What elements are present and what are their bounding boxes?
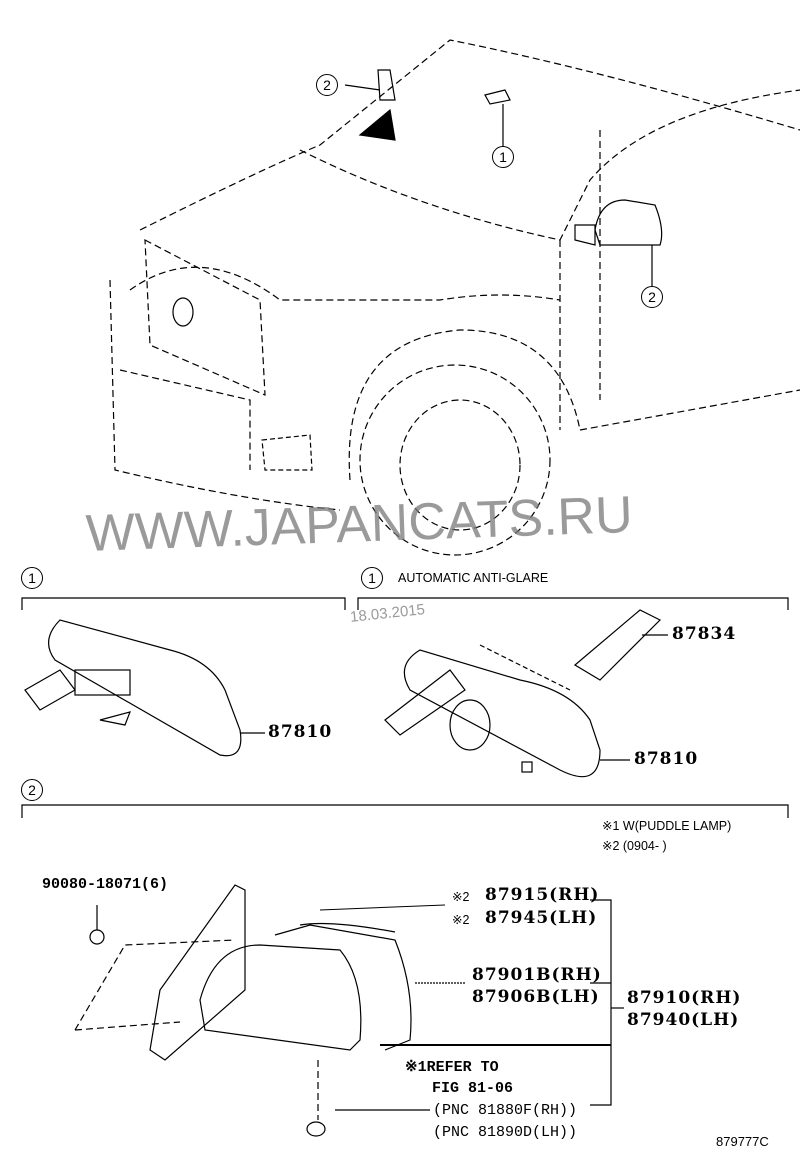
callout-2: 2 — [641, 286, 663, 308]
emblem — [172, 297, 194, 327]
part-number[interactable]: 87910(RH) — [627, 988, 742, 1008]
note-2: ※2 (0904- ) — [602, 839, 667, 853]
note-mark: ※2 — [452, 890, 470, 904]
section-1-right-callout: 1 — [361, 567, 383, 589]
refer-note: (PNC 81890D(LH)) — [433, 1124, 578, 1141]
part-number[interactable]: 87915(RH) — [485, 885, 600, 905]
part-number[interactable]: 87945(LH) — [485, 908, 598, 928]
section-2-callout: 2 — [21, 779, 43, 801]
part-number[interactable]: 90080-18071(6) — [42, 876, 169, 893]
refer-note: ※1REFER TO — [405, 1059, 499, 1076]
refer-note: (PNC 81880F(RH)) — [433, 1102, 578, 1119]
part-number[interactable]: 87810 — [634, 749, 699, 769]
section-1-left-callout: 1 — [21, 567, 43, 589]
part-number[interactable]: 87940(LH) — [627, 1010, 740, 1030]
note-mark: ※2 — [452, 913, 470, 927]
callout-2: 2 — [316, 74, 338, 96]
refer-note[interactable]: FIG 81-06 — [432, 1080, 514, 1097]
callout-1: 1 — [492, 146, 514, 168]
wheel — [359, 364, 551, 556]
part-number[interactable]: 87901B(RH) — [472, 965, 602, 985]
part-number[interactable]: 87810 — [268, 722, 333, 742]
part-number[interactable]: 87834 — [672, 624, 737, 644]
part-number[interactable]: 87906B(LH) — [472, 987, 600, 1007]
vehicle-outline — [109, 39, 800, 511]
note-1: ※1 W(PUDDLE LAMP) — [602, 819, 732, 833]
section-title: AUTOMATIC ANTI-GLARE — [398, 571, 549, 585]
figure-id: 879777C — [716, 1134, 769, 1149]
